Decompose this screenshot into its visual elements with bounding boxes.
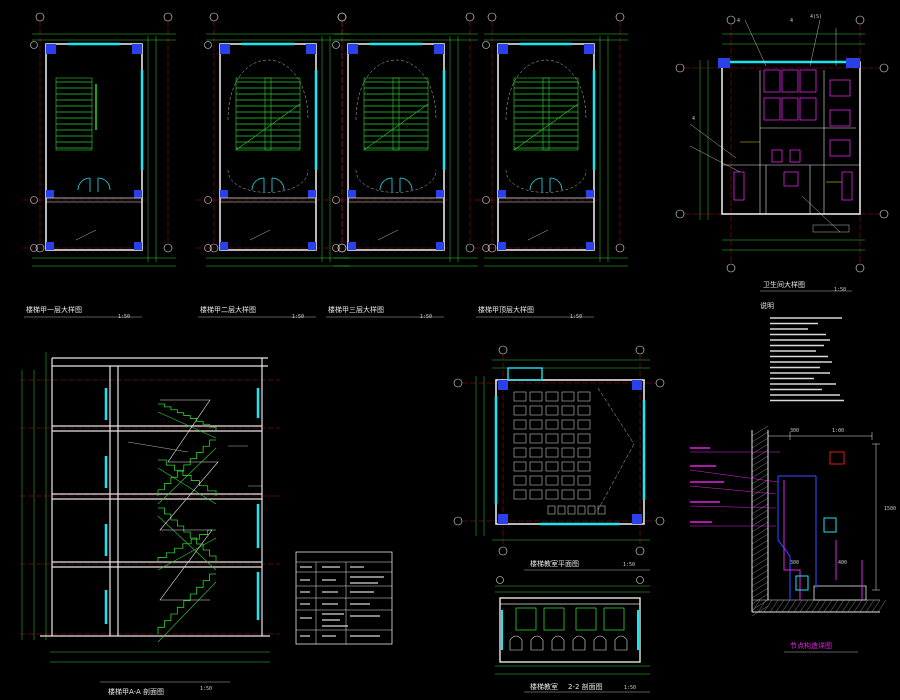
seat xyxy=(530,635,544,651)
notes-heading: 说明 xyxy=(760,301,774,310)
stair-plan-title: 楼梯甲二层大样图 xyxy=(200,305,256,314)
section-22-prefix: 楼梯教室 xyxy=(530,682,558,691)
desk xyxy=(529,475,543,486)
desk xyxy=(561,391,575,402)
desk xyxy=(561,461,575,472)
desk xyxy=(513,433,527,444)
svg-text:4(S): 4(S) xyxy=(810,14,822,20)
desk xyxy=(529,391,543,402)
section-22-title: 2-2 剖面图 xyxy=(568,682,603,691)
desk xyxy=(577,447,591,458)
desk xyxy=(529,489,543,500)
section-aa-title: 楼梯甲A-A 剖面图 xyxy=(108,687,164,696)
stair-section-aa: 楼梯甲A-A 剖面图 1:50 xyxy=(20,352,280,696)
toilet-plan-scale: 1:50 xyxy=(834,287,846,293)
stair-plan-title: 楼梯甲一层大样图 xyxy=(26,305,82,314)
desk xyxy=(561,447,575,458)
desk xyxy=(577,433,591,444)
desk xyxy=(513,475,527,486)
desk xyxy=(561,419,575,430)
detail-dim-bottom-left: 300 xyxy=(790,560,799,566)
finish-table xyxy=(295,551,393,645)
desk xyxy=(529,433,543,444)
detail-title: 节点构造详图 xyxy=(790,641,832,650)
toilet-plan-title: 卫生间大样图 xyxy=(763,280,805,289)
desk xyxy=(545,405,559,416)
desk xyxy=(577,489,591,500)
desk xyxy=(545,391,559,402)
classroom-plan: 楼梯教室平面图 1:50 xyxy=(453,345,665,571)
svg-text:4: 4 xyxy=(790,18,793,24)
desk xyxy=(577,505,586,515)
classroom-plan-scale: 1:50 xyxy=(623,562,635,568)
stair-plans: 楼梯甲一层大样图1:50楼梯甲二层大样图1:50楼梯甲三层大样图1:50楼梯甲顶… xyxy=(22,12,628,320)
seat xyxy=(614,635,628,651)
notes-block: 说明 xyxy=(760,301,844,402)
construction-detail: 300 1:00 1500 300 400 xyxy=(689,425,896,653)
detail-dim-bottom-right: 400 xyxy=(838,560,847,566)
desk xyxy=(529,461,543,472)
desk xyxy=(513,447,527,458)
desk xyxy=(567,505,576,515)
desk xyxy=(545,489,559,500)
classroom-plan-title: 楼梯教室平面图 xyxy=(530,559,579,568)
desk xyxy=(513,391,527,402)
desk xyxy=(545,447,559,458)
desk xyxy=(561,475,575,486)
detail-dim-top-left: 300 xyxy=(790,428,799,434)
desk xyxy=(513,489,527,500)
desk xyxy=(577,419,591,430)
desk xyxy=(577,475,591,486)
section-22-scale: 1:50 xyxy=(624,685,636,691)
detail-dim-right: 1500 xyxy=(884,506,896,512)
desk xyxy=(547,505,556,515)
seat xyxy=(593,635,607,651)
desk xyxy=(529,447,543,458)
desk xyxy=(561,433,575,444)
svg-text:4: 4 xyxy=(737,18,740,24)
stair-plan-title: 楼梯甲三层大样图 xyxy=(328,305,384,314)
desk xyxy=(529,405,543,416)
desk xyxy=(587,505,596,515)
seat xyxy=(572,635,586,651)
seat xyxy=(551,635,565,651)
desk xyxy=(513,419,527,430)
desk xyxy=(545,475,559,486)
desk xyxy=(561,489,575,500)
desk xyxy=(545,461,559,472)
section-aa-scale: 1:50 xyxy=(200,686,212,692)
desk xyxy=(529,419,543,430)
toilet-plan: 4 4 4(S) 4 卫生间大样图 1:50 xyxy=(675,14,889,293)
desk xyxy=(557,505,566,515)
desk xyxy=(577,461,591,472)
classroom-section-22: 楼梯教室 2-2 剖面图 1:50 xyxy=(495,576,650,693)
svg-text:4: 4 xyxy=(692,116,695,122)
desk xyxy=(545,419,559,430)
desk xyxy=(513,461,527,472)
desk xyxy=(545,433,559,444)
detail-dim-top-right: 1:00 xyxy=(832,428,844,434)
stair-plan-title: 楼梯甲顶层大样图 xyxy=(478,305,534,314)
desk xyxy=(561,405,575,416)
desk xyxy=(597,505,606,515)
desk xyxy=(577,405,591,416)
seat xyxy=(509,635,523,651)
desk xyxy=(513,405,527,416)
desk xyxy=(577,391,591,402)
